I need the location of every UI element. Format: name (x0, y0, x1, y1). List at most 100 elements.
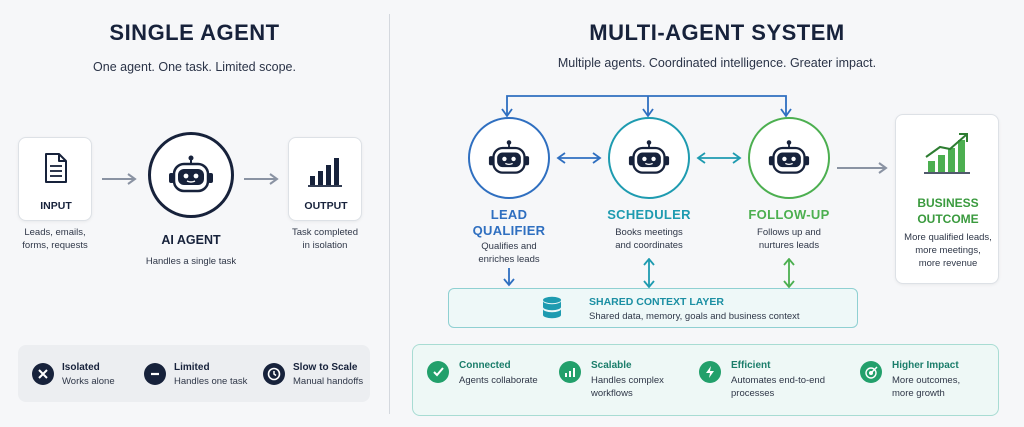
bolt-icon (699, 361, 721, 383)
shared-context-title: SHARED CONTEXT LAYER (589, 296, 724, 308)
agent-feedback-connectors (501, 95, 792, 118)
follow-up-title: FOLLOW-UP (729, 207, 849, 222)
outcome-title-line: BUSINESS (917, 196, 979, 210)
benefit-desc: Agents collaborate (459, 374, 538, 387)
x-icon (32, 363, 54, 385)
agent-desc-line: enriches leads (478, 254, 540, 265)
shared-context-layer: SHARED CONTEXT LAYER Shared data, memory… (448, 288, 858, 328)
agent-desc-line: and coordinates (615, 240, 683, 251)
business-outcome-description: More qualified leads, more meetings, mor… (896, 231, 1000, 270)
qualifier-scheduler-arrow (556, 152, 602, 164)
follow-up-circle (748, 117, 830, 199)
check-icon (427, 361, 449, 383)
lead-qualifier-title: LEAD QUALIFIER (449, 207, 569, 239)
ai-agent-label: AI AGENT (161, 233, 221, 247)
limit-desc: Works alone (62, 376, 115, 387)
minus-icon (144, 363, 166, 385)
benefit-desc-line: processes (731, 388, 775, 399)
benefit-desc-line: More outcomes, (892, 375, 961, 386)
benefit-desc: More outcomes, more growth (892, 374, 960, 400)
input-card: INPUT (18, 137, 92, 221)
benefit-item-connected: Connected Agents collaborate (427, 359, 552, 405)
multi-agent-title: MULTI-AGENT SYSTEM (589, 20, 845, 45)
robot-icon (488, 140, 530, 174)
benefit-item-scalable: Scalable Handles complex workflows (559, 359, 689, 405)
outcome-desc-line: More qualified leads, (904, 232, 992, 243)
benefit-item-efficient: Efficient Automates end-to-end processes (699, 359, 839, 405)
shared-context-description: Shared data, memory, goals and business … (589, 311, 800, 322)
limit-title: Limited (174, 362, 210, 373)
benefit-desc-line: Automates end-to-end (731, 375, 826, 386)
ai-agent-circle (148, 132, 234, 218)
scheduler-shared-arrow (643, 258, 655, 288)
qualifier-to-shared-arrow (503, 268, 515, 287)
outcome-desc-line: more revenue (918, 258, 978, 269)
chart-icon (559, 361, 581, 383)
limit-desc: Manual handoffs (293, 376, 364, 387)
clock-icon (263, 363, 285, 385)
agent-title-line: SCHEDULER (607, 207, 691, 222)
agent-desc-line: Qualifies and (481, 241, 537, 252)
benefit-title: Efficient (731, 360, 771, 371)
benefit-desc-line: more growth (892, 388, 945, 399)
robot-icon (169, 155, 213, 193)
output-label: OUTPUT (304, 200, 348, 212)
benefits-bar: Connected Agents collaborate Scalable Ha… (412, 344, 999, 416)
benefit-desc-line: Agents collaborate (459, 375, 538, 386)
outcome-desc-line: more meetings, (915, 245, 981, 256)
robot-icon (628, 140, 670, 174)
scheduler-description: Books meetings and coordinates (589, 226, 709, 252)
business-outcome-title: BUSINESS OUTCOME (896, 195, 1000, 227)
agent-to-output-arrow (244, 173, 279, 185)
benefit-title: Connected (459, 360, 511, 371)
business-outcome-card: BUSINESS OUTCOME More qualified leads, m… (895, 114, 999, 284)
ai-agent-description: Handles a single task (145, 256, 237, 267)
growth-chart-icon (924, 133, 970, 174)
input-desc-line: Leads, emails, (24, 227, 86, 238)
agent-desc-line: Follows up and (757, 227, 821, 238)
single-agent-title: SINGLE AGENT (109, 20, 280, 45)
agent-desc-line: nurtures leads (758, 240, 820, 251)
limit-item-slow-to-scale: Slow to Scale Manual handoffs (263, 361, 369, 387)
benefit-desc: Automates end-to-end processes (731, 374, 825, 400)
agent-title-line: QUALIFIER (472, 223, 546, 238)
multi-agent-subtitle: Multiple agents. Coordinated intelligenc… (557, 56, 877, 70)
robot-icon (768, 140, 810, 174)
single-agent-subtitle: One agent. One task. Limited scope. (93, 60, 296, 74)
benefit-item-higher-impact: Higher Impact More outcomes, more growth (860, 359, 990, 405)
scheduler-title: SCHEDULER (589, 207, 709, 222)
target-icon (860, 361, 882, 383)
section-divider (389, 14, 390, 414)
agent-title-line: FOLLOW-UP (748, 207, 830, 222)
bar-chart-icon (308, 158, 342, 187)
limit-item-limited: Limited Handles one task (144, 361, 256, 387)
benefit-desc-line: workflows (591, 388, 633, 399)
limit-title: Isolated (62, 362, 100, 373)
input-to-agent-arrow (102, 173, 137, 185)
input-desc-line: forms, requests (22, 240, 88, 251)
limit-title: Slow to Scale (293, 362, 358, 373)
agent-desc-line: Books meetings (615, 227, 683, 238)
limitations-bar: Isolated Works alone Limited Handles one… (18, 345, 370, 402)
database-icon (543, 296, 561, 319)
scheduler-circle (608, 117, 690, 199)
benefit-title: Scalable (591, 360, 632, 371)
document-icon (45, 153, 67, 183)
benefit-title: Higher Impact (892, 360, 959, 371)
input-description: Leads, emails, forms, requests (5, 226, 105, 252)
followup-to-outcome-arrow (837, 162, 888, 174)
lead-qualifier-description: Qualifies and enriches leads (449, 240, 569, 266)
scheduler-followup-arrow (696, 152, 742, 164)
input-label: INPUT (40, 200, 72, 212)
benefit-desc-line: Handles complex (591, 375, 664, 386)
output-desc-line: in isolation (302, 240, 348, 251)
benefit-desc: Handles complex workflows (591, 374, 664, 400)
agent-title-line: LEAD (490, 207, 528, 222)
followup-shared-arrow (783, 258, 795, 288)
lead-qualifier-circle (468, 117, 550, 199)
outcome-title-line: OUTCOME (917, 212, 979, 226)
output-description: Task completed in isolation (270, 226, 380, 252)
follow-up-description: Follows up and nurtures leads (729, 226, 849, 252)
output-card: OUTPUT (288, 137, 362, 221)
limit-desc: Handles one task (174, 376, 248, 387)
